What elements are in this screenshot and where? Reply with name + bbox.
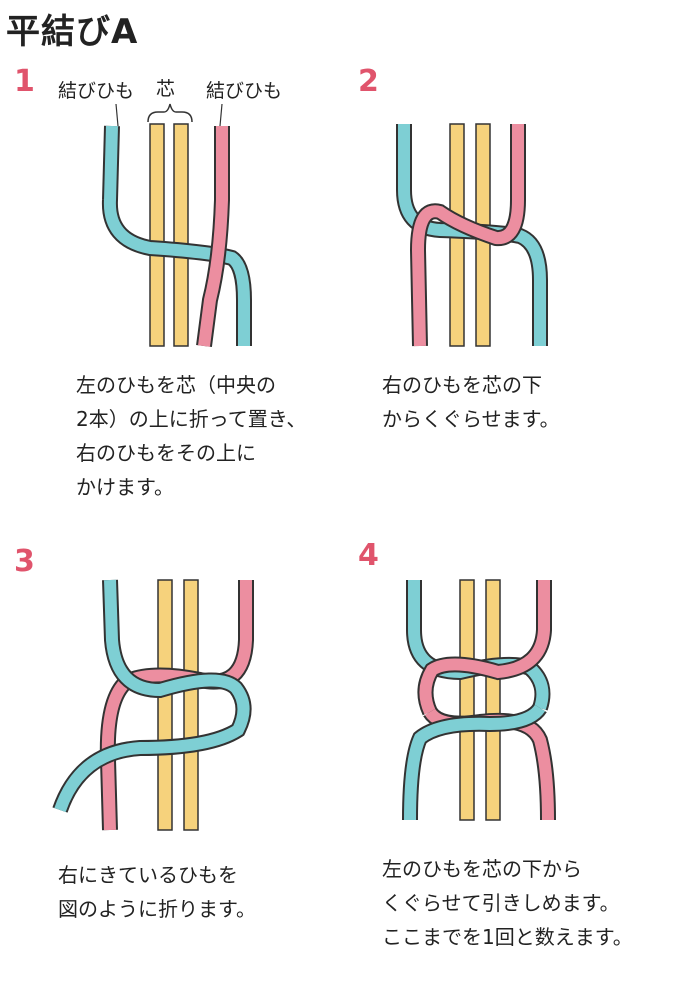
core-cords (459, 579, 501, 821)
page-title: 平結びA (6, 12, 139, 52)
step-3-illustration (52, 579, 254, 831)
blue-cord-lower (404, 704, 546, 821)
step-2-illustration (396, 123, 548, 347)
pink-cord (411, 124, 524, 347)
pink-cord (101, 580, 252, 831)
right-label-pointer (219, 103, 223, 127)
pink-cord-upper (419, 580, 550, 715)
step-2-description: 右のひもを芯の下 からくぐらせます。 (382, 373, 560, 431)
left-label-pointer (115, 103, 119, 127)
pink-cord (198, 126, 228, 347)
step-4-number: 4 (358, 538, 379, 573)
step-1-illustration (101, 103, 252, 348)
step-3-description: 右にきているひもを 図のように折ります。 (58, 863, 256, 921)
step-4-illustration (402, 579, 556, 821)
step-3-number: 3 (14, 544, 35, 579)
right-cord-label: 結びひも (206, 80, 283, 102)
step-4-description: 左のひもを芯の下から くぐらせて引きしめます。 ここまでを1回と数えます。 (382, 857, 633, 949)
core-label: 芯 (156, 78, 176, 100)
step-1-number: 1 (14, 64, 35, 99)
core-cords (157, 579, 199, 831)
left-cord-label: 結びひも (58, 80, 135, 102)
step-2-number: 2 (358, 64, 379, 99)
core-cords (149, 123, 189, 347)
blue-cord (103, 125, 250, 346)
blue-cord (54, 579, 250, 813)
step-1-description: 左のひもを芯（中央の 2本）の上に折って置き、 右のひもをその上に かけます。 (76, 373, 307, 499)
core-brace (147, 103, 193, 123)
